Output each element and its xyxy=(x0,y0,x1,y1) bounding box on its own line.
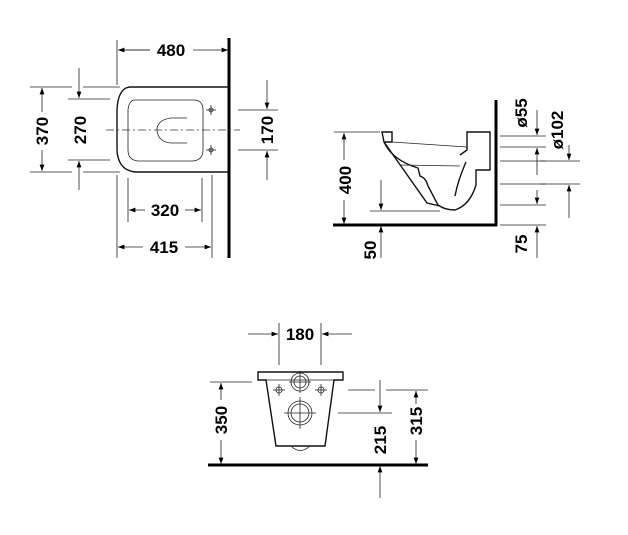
inlet-icon xyxy=(289,371,311,393)
top-view: 480 370 270 170 320 415 xyxy=(30,38,278,258)
fixing-hole-icon xyxy=(273,384,327,396)
dim-400: 400 xyxy=(336,166,355,194)
dim-180: 180 xyxy=(286,325,314,344)
outlet-icon xyxy=(284,397,316,429)
bowl-profile xyxy=(381,131,491,211)
bowl-opening xyxy=(156,117,187,144)
fixing-hole-icon xyxy=(206,105,216,155)
dim-o102: ø102 xyxy=(548,111,567,150)
dim-350: 350 xyxy=(212,406,231,434)
bowl-lower xyxy=(383,141,441,207)
front-view: 180 350 215 315 xyxy=(208,323,428,498)
seat-outline xyxy=(127,99,204,162)
dim-75: 75 xyxy=(512,235,531,254)
dim-370: 370 xyxy=(33,117,52,145)
dim-o55: ø55 xyxy=(512,98,531,127)
bowl-bottom xyxy=(290,445,311,451)
dim-50: 50 xyxy=(361,241,380,260)
dim-270: 270 xyxy=(71,116,90,144)
dim-320: 320 xyxy=(151,201,179,220)
dim-315: 315 xyxy=(407,407,426,435)
dim-415: 415 xyxy=(150,238,178,257)
dim-215: 215 xyxy=(371,426,390,454)
bowl-front-outline xyxy=(257,371,344,447)
side-view: 400 50 ø55 ø102 75 xyxy=(333,98,580,259)
trap-line xyxy=(454,161,467,197)
dim-170: 170 xyxy=(258,116,277,144)
dim-480: 480 xyxy=(157,41,185,60)
